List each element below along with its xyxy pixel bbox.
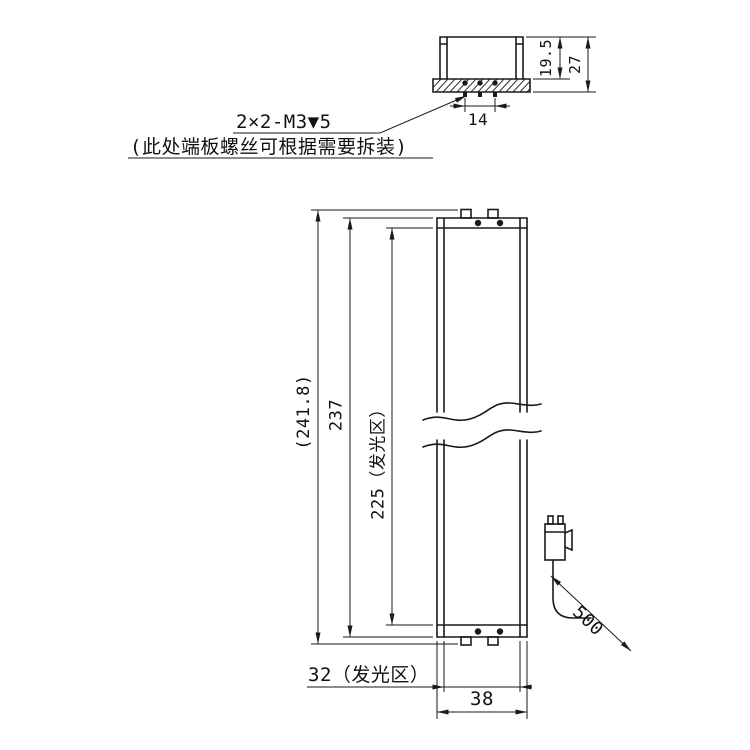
dim-32-label: 32（发光区） — [308, 664, 429, 686]
screw-callout-label: 2×2-M3▼5 — [236, 111, 332, 133]
break-line-top — [422, 402, 542, 421]
screw-dot — [474, 219, 482, 227]
front-view-screws — [474, 219, 504, 635]
screw-callout: 2×2-M3▼5 (此处端板螺丝可根据需要拆装) — [128, 95, 467, 159]
dim-27: 27 — [533, 37, 596, 93]
break-lines — [422, 402, 542, 448]
top-view-outline — [432, 36, 531, 93]
end-plate-hatching — [433, 79, 530, 92]
dim-14: 14 — [450, 98, 510, 129]
connector-latch — [564, 528, 573, 552]
screw-head — [462, 80, 468, 86]
top-tab — [460, 208, 472, 219]
end-plate-screws — [462, 80, 498, 97]
connector-pin — [557, 515, 564, 525]
dim-overall-label: (241.8) — [294, 374, 314, 449]
dim-38-label: 38 — [470, 688, 494, 710]
dim-19-5-label: 19.5 — [537, 39, 555, 77]
break-line-bottom — [422, 429, 542, 448]
screw-dot — [474, 628, 482, 635]
screw-tip — [478, 92, 482, 97]
dim-glow-width: 32（发光区） — [307, 641, 532, 692]
dim-19-5: 19.5 — [526, 36, 596, 80]
dim-body-length: 237 — [327, 217, 433, 638]
screw-dot — [496, 628, 504, 635]
connector — [544, 515, 573, 561]
dim-225-label: 225（发光区） — [369, 400, 389, 520]
connector-pin — [547, 515, 554, 525]
top-tab — [487, 208, 499, 219]
screw-head — [477, 80, 483, 86]
dim-14-label: 14 — [468, 110, 488, 129]
screw-note-label: (此处端板螺丝可根据需要拆装) — [130, 136, 407, 158]
screw-tip — [493, 92, 497, 97]
dim-27-label: 27 — [566, 55, 584, 74]
screw-dot — [496, 219, 504, 227]
dim-body-width: 38 — [436, 641, 528, 719]
screw-head — [492, 80, 498, 86]
screw-tip — [463, 92, 467, 97]
dim-glow-length: 225（发光区） — [369, 227, 433, 626]
bottom-tab — [487, 636, 499, 646]
front-view-outline — [436, 208, 528, 646]
bottom-tab — [460, 636, 472, 646]
dim-237-label: 237 — [327, 399, 347, 431]
connector-body — [544, 523, 566, 561]
dim-overall-length: (241.8) — [294, 209, 458, 645]
